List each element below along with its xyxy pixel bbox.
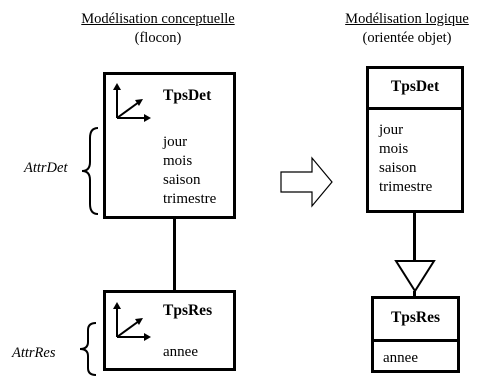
- conceptual-title: Modélisation conceptuelle: [81, 11, 235, 27]
- logical-subtitle: (orientée objet): [362, 30, 452, 46]
- conceptual-header: Modélisation conceptuelle (flocon): [58, 10, 258, 48]
- brace-icon: [79, 322, 97, 376]
- class-attributes: annee: [383, 349, 418, 368]
- class-divider: [374, 339, 457, 342]
- inheritance-link: [413, 213, 416, 261]
- attribute: mois: [379, 141, 409, 157]
- attribute: mois: [163, 153, 193, 169]
- attribute: saison: [163, 172, 201, 188]
- conceptual-subtitle: (flocon): [134, 30, 182, 46]
- attribute: trimestre: [379, 179, 433, 195]
- conceptual-link: [173, 219, 176, 291]
- logical-title: Modélisation logique: [345, 11, 469, 27]
- transform-arrow-icon: [280, 156, 333, 208]
- class-divider: [369, 107, 461, 110]
- attribute: jour: [379, 122, 404, 138]
- class-attributes: jour mois saison trimestre: [379, 121, 432, 197]
- inheritance-triangle-icon: [394, 260, 436, 293]
- side-label-attrdet: AttrDet: [24, 160, 68, 176]
- axes-icon: [113, 302, 151, 341]
- attribute: saison: [379, 160, 417, 176]
- entity-attributes: annee: [163, 343, 198, 362]
- attribute: annee: [163, 344, 198, 360]
- brace-icon: [81, 127, 99, 215]
- side-label-attrres: AttrRes: [12, 345, 56, 361]
- entity-name: TpsRes: [163, 302, 213, 319]
- class-name: TpsDet: [390, 78, 440, 95]
- class-name: TpsRes: [390, 309, 441, 326]
- logical-class-tpsres: TpsRes annee: [371, 296, 460, 373]
- logical-class-tpsdet: TpsDet jour mois saison trimestre: [366, 66, 464, 213]
- inheritance-link: [413, 291, 416, 297]
- logical-header: Modélisation logique (orientée objet): [322, 10, 492, 48]
- attribute: jour: [163, 134, 188, 150]
- attribute: annee: [383, 350, 418, 366]
- entity-attributes: jour mois saison trimestre: [163, 133, 216, 209]
- conceptual-entity-tpsres: TpsRes annee: [103, 290, 236, 371]
- entity-name: TpsDet: [163, 87, 212, 104]
- axes-icon: [113, 83, 151, 122]
- conceptual-entity-tpsdet: TpsDet jour mois saison trimestre: [103, 72, 236, 219]
- attribute: trimestre: [163, 191, 217, 207]
